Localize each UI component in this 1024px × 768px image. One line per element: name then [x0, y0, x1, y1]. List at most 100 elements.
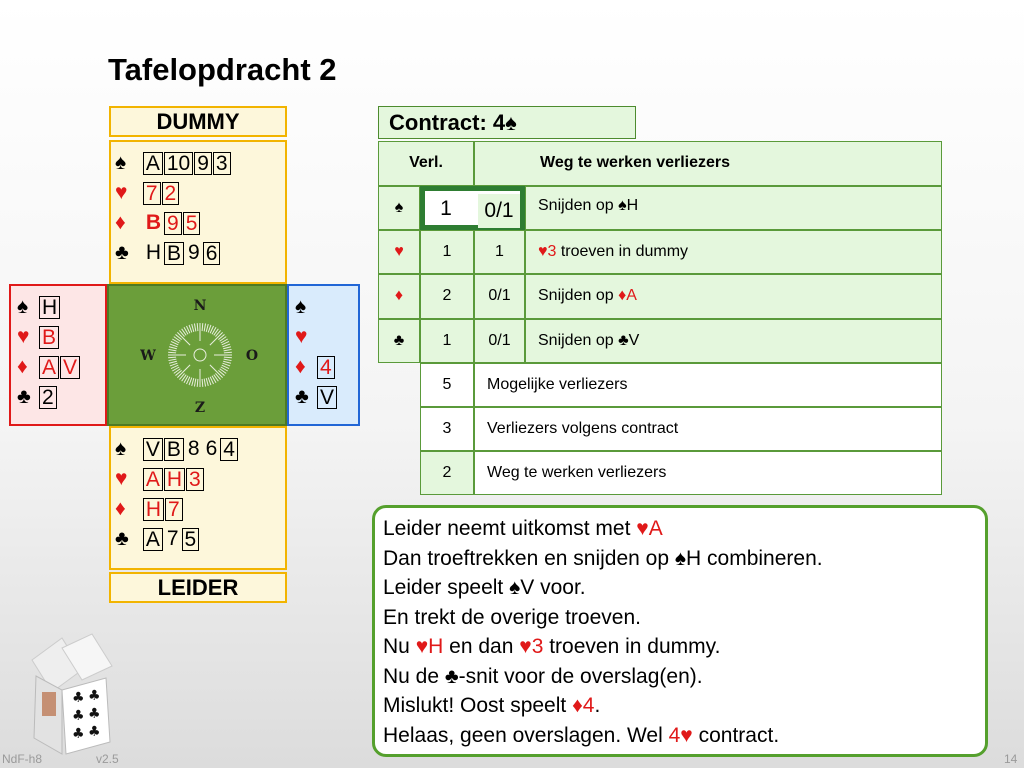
- compass-tick: [168, 346, 177, 350]
- card: 9: [194, 151, 212, 175]
- card: 2: [39, 385, 57, 409]
- compass-tick: [219, 336, 227, 342]
- compass-icon: N Z W O: [139, 298, 258, 416]
- card: H: [163, 467, 186, 491]
- desc-card: H: [626, 197, 639, 214]
- dummy-label: DUMMY: [109, 106, 287, 137]
- spade-icon: ♠: [509, 576, 521, 599]
- compass-tick: [205, 323, 209, 332]
- club-icon: ♣: [393, 332, 405, 349]
- diamond-icon: ♦: [115, 211, 126, 234]
- compass-o: O: [246, 348, 258, 364]
- compass-tick: [193, 378, 197, 387]
- note-line: Leider neemt uitkomst met ♥A: [383, 517, 663, 540]
- spade-icon: ♠: [17, 295, 29, 318]
- card: 3: [186, 467, 204, 491]
- compass-tick: [177, 364, 191, 378]
- row-suit-spade: ♠: [378, 186, 420, 230]
- desc-card: A: [626, 287, 637, 304]
- compass-tick: [213, 374, 219, 382]
- desc-text: Snijden op: [538, 197, 619, 214]
- leider-label: LEIDER: [109, 572, 287, 603]
- compass-tick: [169, 343, 178, 348]
- compass-tick: [168, 356, 177, 359]
- club-icon: ♣: [17, 385, 31, 408]
- desc-text: troeven in dummy: [556, 243, 689, 260]
- compass-tick: [168, 360, 177, 364]
- club-icon: ♣: [115, 241, 129, 264]
- header-weg: Weg te werken verliezers: [474, 141, 942, 186]
- note-line: Nu de ♣-snit voor de overslag(en).: [383, 664, 703, 688]
- compass-tick: [179, 373, 185, 380]
- compass-tick: [191, 378, 195, 387]
- header-verl: Verl.: [378, 141, 474, 186]
- note-line: Dan troeftrekken en snijden op ♠H combin…: [383, 546, 823, 570]
- compass-tick: [168, 351, 177, 354]
- compass-tick: [175, 370, 182, 376]
- row-suit-diamond: ♦: [378, 274, 420, 319]
- compass-tick: [191, 323, 195, 332]
- card: H: [39, 295, 61, 319]
- card: 4: [220, 437, 238, 461]
- compass-tick: [218, 370, 225, 376]
- east-clubs: ♣V: [295, 380, 358, 418]
- compass-tick: [169, 362, 178, 367]
- row-suit-club: ♣: [378, 319, 420, 363]
- summary-num: 2: [420, 451, 474, 495]
- card: 8: [187, 437, 200, 461]
- note-line: Nu ♥H en dan ♥3 troeven in dummy.: [383, 635, 721, 658]
- club-icon: ♣: [115, 527, 129, 550]
- compass-tick: [215, 373, 221, 380]
- compass-tick: [172, 338, 180, 344]
- card: 7: [165, 497, 183, 521]
- spade-icon: ♠: [618, 197, 627, 214]
- spade-icon: ♠: [505, 110, 517, 135]
- east-hearts: ♥: [295, 320, 358, 358]
- svg-text:♣: ♣: [88, 688, 101, 704]
- club-icon: ♣: [295, 385, 309, 408]
- compass-tick: [209, 332, 223, 346]
- diamond-icon: ♦: [115, 497, 126, 520]
- note-line: Leider speelt ♠V voor.: [383, 576, 586, 599]
- compass-tick: [205, 378, 209, 387]
- note-line: Mislukt! Oost speelt ♦4.: [383, 694, 601, 717]
- page-title: Tafelopdracht 2: [108, 52, 337, 87]
- west-hearts: ♥B: [17, 320, 105, 358]
- compass-tick: [201, 323, 204, 332]
- play-notes: Leider neemt uitkomst met ♥A Dan troeftr…: [372, 505, 988, 757]
- diamond-icon: ♦: [394, 287, 404, 304]
- summary-text: Verliezers volgens contract: [474, 407, 942, 451]
- compass-tick: [203, 378, 207, 387]
- compass-tick: [172, 366, 180, 372]
- card: 4: [317, 355, 335, 379]
- compass-tick: [179, 330, 185, 337]
- card: 9: [164, 211, 182, 235]
- bridge-table: N Z W O: [107, 284, 287, 426]
- card: 6: [205, 437, 218, 461]
- compass-tick: [168, 358, 177, 362]
- row-weg: 0/1: [474, 319, 525, 363]
- compass-tick: [201, 378, 204, 387]
- row-desc: Snijden op ♣V: [525, 319, 942, 363]
- heart-icon: ♥: [394, 243, 404, 260]
- compass-tick: [188, 377, 193, 386]
- compass-tick: [207, 324, 212, 333]
- compass-tick: [183, 327, 189, 335]
- compass-tick: [181, 374, 187, 382]
- row-weg: 0/1: [474, 274, 525, 319]
- desc-text: Snijden op: [538, 287, 619, 304]
- compass-tick: [170, 364, 179, 369]
- row-verl: 2: [420, 274, 474, 319]
- compass-n: N: [194, 298, 207, 314]
- card: A: [142, 467, 163, 491]
- card: B: [163, 437, 184, 461]
- compass-tick: [209, 376, 214, 385]
- spade-icon: ♠: [115, 437, 127, 460]
- card: 6: [202, 241, 221, 265]
- compass-tick: [186, 325, 191, 334]
